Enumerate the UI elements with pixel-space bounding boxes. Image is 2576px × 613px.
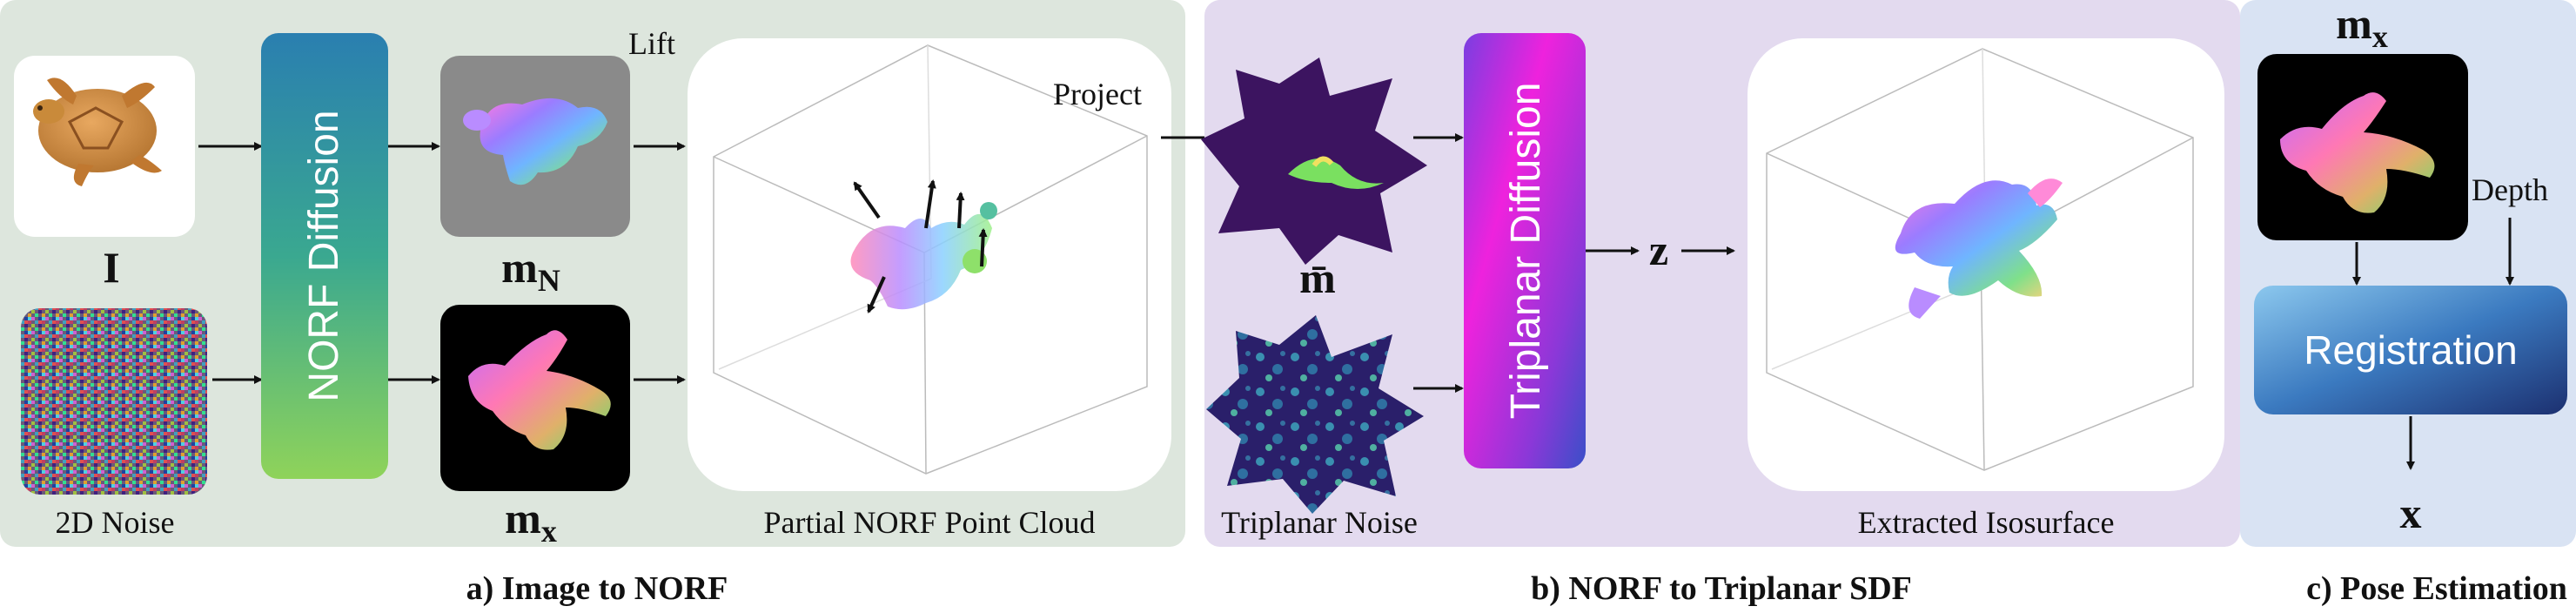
norf-diffusion-label: NORF Diffusion	[301, 110, 347, 401]
m-x-label: mx	[505, 494, 557, 549]
triplanar-diffusion-box	[1464, 33, 1586, 468]
isosurface-card	[1748, 38, 2224, 491]
registration-label: Registration	[2304, 327, 2517, 373]
triplanar-diffusion-label: Triplanar Diffusion	[1503, 83, 1549, 420]
point-cloud-label: Partial NORF Point Cloud	[763, 505, 1095, 540]
m-bar-triplane-image	[1201, 57, 1427, 265]
input-image-label: I	[103, 243, 119, 292]
isosurface-mesh	[1895, 179, 2063, 319]
noise-2d-label: 2D Noise	[56, 505, 175, 540]
normal-arrows	[853, 179, 988, 313]
noise-2d-image	[21, 308, 207, 495]
c-position-map-image	[2257, 54, 2468, 240]
triplanar-noise-image	[1206, 315, 1424, 514]
caption-a: a) Image to NORF	[466, 570, 728, 607]
caption-b: b) NORF to Triplanar SDF	[1531, 570, 1912, 607]
normal-map-image	[440, 56, 630, 237]
project-label: Project	[1053, 77, 1142, 111]
m-bar-label: m̄	[1299, 253, 1336, 302]
caption-c: c) Pose Estimation	[2306, 570, 2567, 607]
position-map-image	[440, 305, 630, 491]
lift-label: Lift	[628, 26, 675, 61]
triplanar-noise-label: Triplanar Noise	[1221, 505, 1418, 540]
output-x-label: x	[2400, 488, 2422, 537]
isosurface-label: Extracted Isosurface	[1858, 505, 2115, 540]
m-n-label: mN	[501, 243, 560, 298]
turtle-image	[33, 77, 162, 186]
input-image-card	[14, 56, 195, 237]
c-m-x-label: mx	[2336, 0, 2388, 54]
depth-label: Depth	[2472, 172, 2548, 207]
registration-box	[2254, 286, 2567, 414]
point-cloud-card	[688, 38, 1171, 491]
z-label: z	[1649, 226, 1668, 274]
norf-diffusion-box	[261, 33, 388, 479]
